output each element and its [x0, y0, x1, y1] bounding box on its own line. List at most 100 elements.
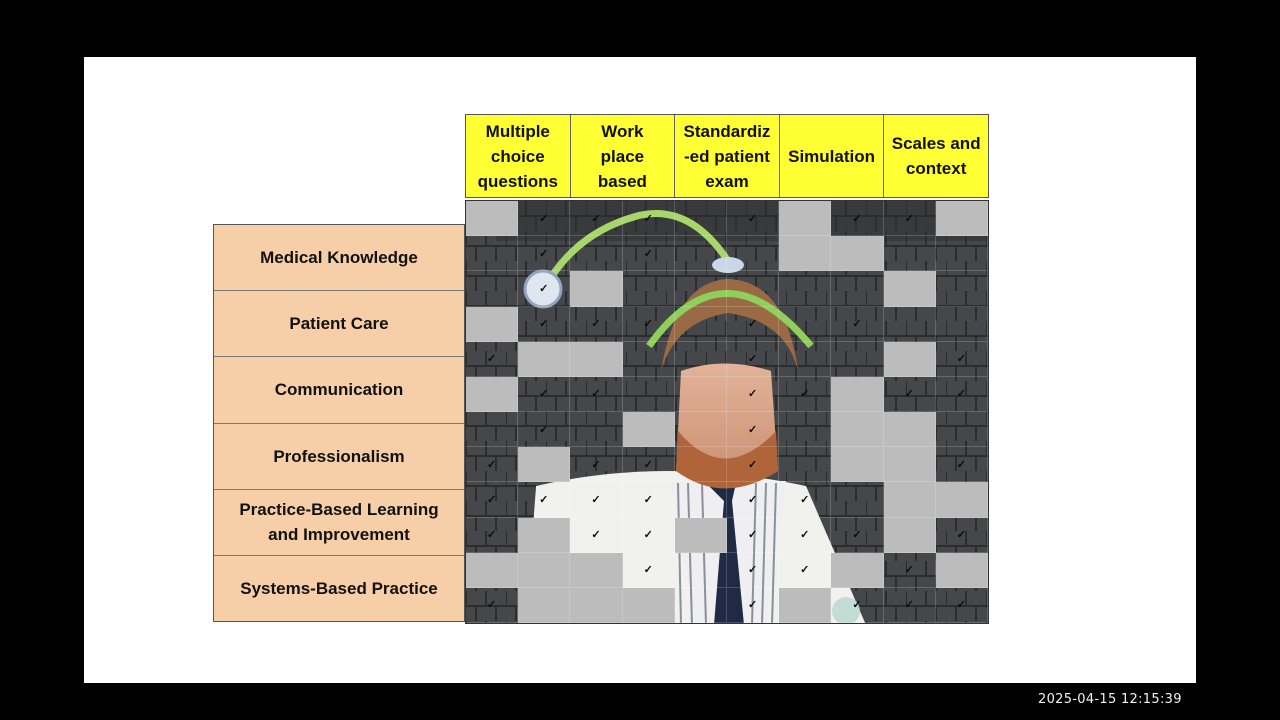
- check-mark-icon: ✓: [747, 599, 758, 612]
- grid-cell: [674, 306, 727, 342]
- grid-cell: ✓: [622, 552, 675, 588]
- grid-cell: [779, 271, 832, 307]
- check-mark-icon: ✓: [956, 353, 966, 366]
- grid-cell: [674, 201, 727, 237]
- grid-cell: [466, 552, 519, 588]
- coverage-grid: ✓✓✓✓✓✓✓✓✓✓✓✓✓✓✓✓✓✓✓✓✓✓✓✓✓✓✓✓✓✓✓✓✓✓✓✓✓✓✓✓…: [466, 201, 988, 623]
- grid-cell: ✓: [518, 306, 571, 342]
- grid-cell: ✓: [727, 376, 780, 412]
- grid-cell: [570, 412, 623, 448]
- check-mark-icon: ✓: [747, 423, 758, 436]
- check-mark-icon: ✓: [904, 599, 914, 612]
- grid-cell: ✓: [622, 482, 675, 518]
- check-mark-icon: ✓: [539, 423, 549, 436]
- grid-cell: [674, 376, 727, 412]
- grid-cell: [883, 271, 936, 307]
- check-mark-icon: ✓: [486, 353, 497, 366]
- grid-cell: ✓: [466, 587, 519, 623]
- grid-cell: [674, 587, 727, 623]
- grid-cell: ✓: [727, 306, 780, 342]
- grid-cell: [466, 271, 519, 307]
- check-mark-icon: ✓: [904, 212, 914, 225]
- grid-cell: [570, 236, 623, 272]
- grid-cell: [779, 587, 832, 623]
- grid-cell: ✓: [727, 552, 780, 588]
- grid-cell: ✓: [622, 306, 675, 342]
- grid-cell: [831, 482, 884, 518]
- grid-cell: [518, 552, 571, 588]
- check-mark-icon: ✓: [486, 458, 497, 471]
- grid-cell: ✓: [935, 341, 988, 377]
- grid-cell: ✓: [518, 236, 571, 272]
- grid-cell: [883, 482, 936, 518]
- grid-cell: ✓: [727, 412, 780, 448]
- grid-cell: [570, 552, 623, 588]
- grid-cell: ✓: [570, 306, 623, 342]
- grid-cell: ✓: [570, 201, 623, 237]
- grid-cell: ✓: [883, 376, 936, 412]
- check-mark-icon: ✓: [539, 247, 549, 260]
- grid-cell: ✓: [883, 587, 936, 623]
- grid-cell: ✓: [518, 376, 571, 412]
- grid-cell: [831, 236, 884, 272]
- grid-cell: [518, 517, 571, 553]
- grid-cell: [831, 552, 884, 588]
- column-header-standardized-patient: Standardiz -ed patient exam: [675, 115, 780, 197]
- grid-cell: ✓: [779, 482, 832, 518]
- grid-cell: [466, 306, 519, 342]
- grid-cell: ✓: [570, 517, 623, 553]
- check-mark-icon: ✓: [643, 493, 653, 506]
- grid-cell: [622, 587, 675, 623]
- check-mark-icon: ✓: [956, 458, 966, 471]
- grid-cell: ✓: [727, 482, 780, 518]
- grid-cell: ✓: [779, 552, 832, 588]
- grid-cell: ✓: [466, 517, 519, 553]
- check-mark-icon: ✓: [800, 529, 810, 542]
- row-header-patient-care: Patient Care: [214, 291, 464, 358]
- check-mark-icon: ✓: [747, 493, 758, 506]
- grid-cell: [935, 482, 988, 518]
- check-mark-icon: ✓: [852, 599, 862, 612]
- check-mark-icon: ✓: [747, 564, 758, 577]
- grid-cell: [883, 447, 936, 483]
- check-mark-icon: ✓: [852, 212, 862, 225]
- grid-cell: ✓: [779, 376, 832, 412]
- grid-cell: ✓: [622, 447, 675, 483]
- grid-cell: [518, 341, 571, 377]
- grid-cell: [779, 201, 832, 237]
- check-mark-icon: ✓: [539, 212, 549, 225]
- row-header-communication: Communication: [214, 357, 464, 424]
- check-mark-icon: ✓: [486, 529, 497, 542]
- grid-cell: [727, 271, 780, 307]
- grid-cell: [883, 517, 936, 553]
- check-mark-icon: ✓: [591, 318, 601, 331]
- grid-cell: [674, 236, 727, 272]
- grid-cell: ✓: [831, 201, 884, 237]
- grid-cell: ✓: [727, 517, 780, 553]
- check-mark-icon: ✓: [800, 564, 810, 577]
- grid-cell: [779, 412, 832, 448]
- check-mark-icon: ✓: [747, 458, 758, 471]
- grid-cell: ✓: [883, 552, 936, 588]
- grid-cell: [570, 587, 623, 623]
- grid-cell: ✓: [518, 482, 571, 518]
- grid-cell: [466, 201, 519, 237]
- grid-cell: [831, 412, 884, 448]
- grid-cell: ✓: [727, 201, 780, 237]
- check-mark-icon: ✓: [956, 388, 966, 401]
- check-mark-icon: ✓: [591, 212, 601, 225]
- check-mark-icon: ✓: [904, 388, 914, 401]
- check-mark-icon: ✓: [539, 493, 549, 506]
- check-mark-icon: ✓: [591, 493, 601, 506]
- grid-cell: ✓: [518, 201, 571, 237]
- check-mark-icon: ✓: [643, 212, 653, 225]
- grid-cell: ✓: [831, 306, 884, 342]
- grid-cell: [883, 306, 936, 342]
- check-mark-icon: ✓: [956, 599, 966, 612]
- row-headers: Medical Knowledge Patient Care Communica…: [213, 224, 465, 622]
- grid-cell: [935, 552, 988, 588]
- grid-cell: [935, 236, 988, 272]
- check-mark-icon: ✓: [486, 493, 497, 506]
- row-header-professionalism: Professionalism: [214, 423, 464, 490]
- grid-cell: [570, 271, 623, 307]
